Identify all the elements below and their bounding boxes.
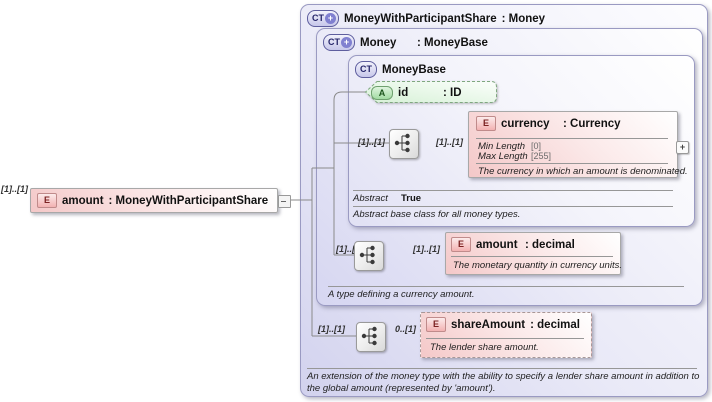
abstract-row: Abstract True [353, 193, 421, 204]
facet-value: [0] [531, 141, 542, 151]
element-name: amount [62, 194, 104, 207]
sequence-icon[interactable] [389, 129, 419, 159]
divider [426, 338, 584, 339]
attribute-title: A id : ID [371, 86, 462, 100]
attribute-shape [364, 81, 497, 103]
type-base: : Money [501, 12, 546, 25]
cardinality-label: [1]..[1] [436, 137, 463, 147]
element-badge: E [476, 116, 496, 131]
element-name: amount [476, 238, 518, 251]
collapse-handle[interactable] [278, 195, 291, 208]
divider [328, 286, 684, 287]
complextype-badge-label: CT [328, 37, 340, 47]
expand-button[interactable]: + [676, 141, 689, 154]
element-badge: E [451, 237, 471, 252]
element-type: : MoneyWithParticipantShare [108, 194, 269, 207]
divider [451, 256, 613, 257]
abstract-label: Abstract [353, 193, 388, 204]
element-box-shareamount[interactable]: E shareAmount : decimal The lender share… [420, 312, 592, 358]
element-title: E amount : MoneyWithParticipantShare [37, 193, 268, 208]
element-name: shareAmount [451, 318, 526, 331]
type-base: : MoneyBase [417, 36, 488, 49]
complextype-badge: CT [355, 61, 377, 78]
type-title: CT MoneyBase [355, 61, 446, 78]
attribute-box-id[interactable]: A id : ID [364, 81, 497, 103]
divider [353, 190, 673, 191]
sequence-glyph [394, 133, 410, 153]
element-description: The monetary quantity in currency units. [453, 260, 622, 271]
cardinality-label: [1]..[1] [413, 244, 440, 254]
sequence-glyph [361, 326, 377, 346]
element-title: E shareAmount : decimal [426, 317, 580, 332]
type-name: Money [360, 36, 397, 49]
divider [307, 368, 697, 369]
element-type: : decimal [525, 238, 575, 251]
plus-icon: + [341, 37, 352, 48]
type-description: An extension of the money type with the … [307, 371, 700, 394]
sequence-icon[interactable] [356, 322, 386, 352]
cardinality-label: 0..[1] [395, 324, 417, 334]
attribute-name: id [398, 87, 409, 99]
element-box-amount-decimal[interactable]: E amount : decimal The monetary quantity… [445, 232, 622, 275]
element-badge: E [426, 317, 446, 332]
type-title: CT + Money : MoneyBase [323, 34, 488, 51]
element-name: currency [501, 117, 550, 130]
type-name: MoneyWithParticipantShare [344, 12, 497, 25]
element-type: : Currency [563, 117, 621, 130]
element-description: The currency in which an amount is denom… [478, 166, 688, 177]
type-description: Abstract base class for all money types. [353, 209, 521, 220]
cardinality-label: [1]..[1] [318, 324, 345, 334]
facet-label: Max Length [478, 151, 528, 162]
plus-icon: + [325, 13, 336, 24]
attribute-type: : ID [443, 87, 462, 99]
element-box-currency[interactable]: E currency : Currency Min Length [0] Max… [468, 111, 688, 178]
sequence-glyph [359, 245, 375, 265]
type-description: A type defining a currency amount. [328, 289, 475, 300]
element-title: E amount : decimal [451, 237, 575, 252]
type-title: CT + MoneyWithParticipantShare : Money [307, 10, 545, 27]
complextype-badge: CT + [323, 34, 355, 51]
element-title: E currency : Currency [476, 116, 621, 131]
element-type: : decimal [530, 318, 580, 331]
divider [476, 138, 668, 139]
divider [476, 163, 668, 164]
divider [353, 206, 673, 207]
sequence-icon[interactable] [354, 241, 384, 271]
element-badge: E [37, 193, 57, 208]
attribute-badge: A [371, 86, 393, 100]
cardinality-label: [1]..[1] [358, 137, 385, 147]
element-box-root-amount[interactable]: E amount : MoneyWithParticipantShare [30, 188, 278, 213]
facet-label: Min Length [478, 141, 526, 152]
facet-max-length: Max Length [255] [478, 151, 551, 162]
cardinality-label: [1]..[1] [336, 244, 363, 254]
element-description: The lender share amount. [430, 342, 539, 353]
complextype-badge: CT + [307, 10, 339, 27]
abstract-value: True [401, 193, 422, 204]
facet-value: [255] [531, 151, 552, 161]
complextype-badge-label: CT [360, 64, 372, 74]
type-name: MoneyBase [382, 63, 446, 76]
facet-min-length: Min Length [0] [478, 141, 541, 152]
complextype-badge-label: CT [312, 13, 324, 23]
cardinality-label: [1]..[1] [1, 184, 28, 194]
